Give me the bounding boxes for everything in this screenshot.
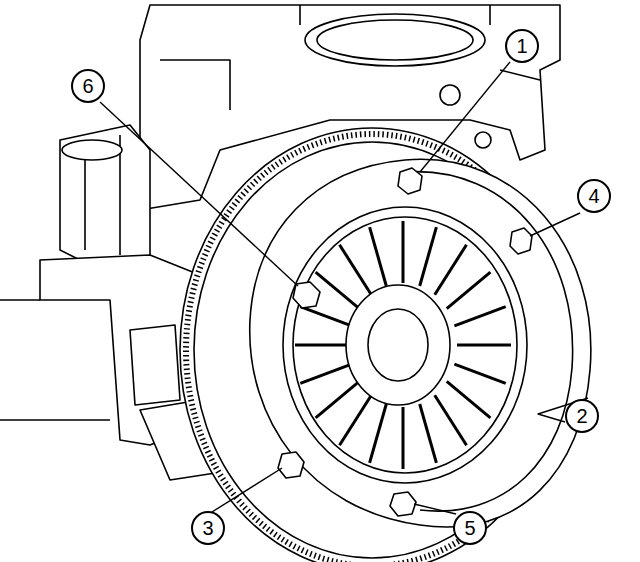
callout-number: 3 [191, 511, 225, 545]
diaphragm-finger [457, 344, 511, 347]
leader-lines [100, 62, 588, 514]
diaphragm-finger [447, 381, 491, 418]
diaphragm-finger [435, 245, 467, 295]
diaphragm-finger [454, 364, 505, 383]
diaphragm-finger [447, 272, 491, 309]
diaphragm-finger [340, 395, 372, 445]
diaphragm-finger [316, 381, 360, 418]
diaphragm-finger [370, 227, 387, 286]
callout-number: 4 [577, 179, 611, 213]
diaphragm-finger [370, 404, 387, 463]
diaphragm-finger [454, 307, 505, 326]
callout-number: 5 [453, 511, 487, 545]
diaphragm-finger [402, 407, 405, 469]
bolt-heads [278, 168, 532, 516]
diaphragm-finger [435, 395, 467, 445]
diaphragm-finger [316, 272, 360, 309]
callout-number: 1 [505, 29, 539, 63]
diaphragm-finger [295, 344, 349, 347]
diaphragm-finger [300, 364, 351, 383]
diaphragm-finger [420, 404, 437, 463]
diaphragm-finger [300, 307, 351, 326]
diaphragm-fingers [295, 221, 511, 469]
diaphragm-finger [402, 221, 405, 283]
diaphragm-finger [340, 245, 372, 295]
callout-number: 6 [71, 69, 105, 103]
diaphragm-finger [420, 227, 437, 286]
pressure-plate [250, 159, 591, 527]
callout-number: 2 [565, 399, 599, 433]
